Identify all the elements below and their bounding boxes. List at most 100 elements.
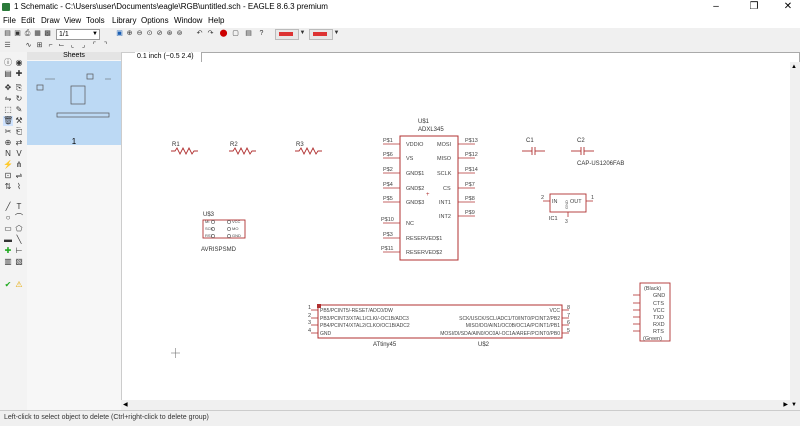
app-icon: [2, 3, 10, 11]
minimize-button[interactable]: –: [713, 1, 719, 12]
sheets-panel: Sheets 1: [27, 52, 122, 410]
schematic-canvas[interactable]: R1 R2 R3 U$1 ADXL345 P$1 P$6 P$2 P$4 P$5…: [135, 62, 790, 410]
split-icon[interactable]: ⋔: [15, 160, 23, 169]
invoke-icon[interactable]: ⊡: [4, 171, 12, 180]
menu-view[interactable]: View: [64, 16, 82, 25]
wrench-icon[interactable]: ⚒: [15, 116, 23, 125]
menu-edit[interactable]: Edit: [21, 16, 35, 25]
name-icon[interactable]: N: [5, 149, 11, 158]
line-icon[interactable]: ╱: [5, 202, 11, 211]
zoom-fit-icon[interactable]: ▣: [116, 30, 123, 37]
grid-icon[interactable]: ⊞: [36, 42, 43, 49]
rect-icon[interactable]: ▭: [4, 224, 12, 233]
u1-pin-name: VS: [406, 156, 414, 162]
fusion-push-icon[interactable]: [309, 29, 333, 40]
warning-icon[interactable]: ⚠: [15, 280, 23, 289]
replace-icon[interactable]: ⇄: [15, 138, 23, 147]
bend-3-icon[interactable]: ⌞: [70, 42, 75, 49]
copy-icon[interactable]: ⎘: [15, 83, 23, 92]
mirror-icon[interactable]: ⇋: [4, 94, 12, 103]
miter-icon[interactable]: ∿: [25, 42, 32, 49]
attribute-icon[interactable]: ▥: [4, 257, 12, 266]
bend-4-icon[interactable]: ⌟: [81, 42, 86, 49]
info-icon[interactable]: ⓘ: [4, 58, 12, 67]
save-icon[interactable]: ▣: [14, 30, 21, 37]
circle-icon[interactable]: ○: [5, 213, 11, 222]
smash-icon[interactable]: ⚡: [3, 160, 13, 169]
sheet-select[interactable]: 1/1 ▼: [56, 29, 100, 40]
show-icon[interactable]: ◉: [15, 58, 23, 67]
print-icon[interactable]: ⎙: [24, 30, 31, 37]
add-icon[interactable]: ⊕: [4, 138, 12, 147]
change-icon[interactable]: ✎: [15, 105, 23, 114]
cam-icon[interactable]: ▦: [34, 30, 41, 37]
zoom-in-icon[interactable]: ⊕: [126, 30, 133, 37]
label-icon[interactable]: ⊢: [15, 246, 23, 255]
optimize-icon[interactable]: ⌇: [17, 182, 21, 191]
open-icon[interactable]: ▤: [4, 30, 11, 37]
close-button[interactable]: ✕: [783, 1, 793, 12]
rotate-icon[interactable]: ↻: [15, 94, 23, 103]
dimension-icon[interactable]: ▧: [15, 257, 23, 266]
chevron-down-icon[interactable]: ▼: [299, 30, 306, 36]
u2-pin-number: 4: [308, 328, 311, 334]
bend-2-icon[interactable]: ⌙: [58, 42, 65, 49]
scroll-left-icon[interactable]: ◀: [123, 402, 128, 408]
u1-pin-label: P$9: [465, 210, 475, 216]
paste-icon[interactable]: ⎗: [15, 127, 23, 136]
fusion-sync-icon[interactable]: [275, 29, 299, 40]
delete-icon[interactable]: 🗑: [3, 116, 14, 126]
zoom-area-icon[interactable]: ⊚: [176, 30, 183, 37]
go-icon[interactable]: ▢: [232, 30, 239, 37]
erc-icon[interactable]: ✔: [4, 280, 12, 289]
zoom-last-icon[interactable]: ⊘: [156, 30, 163, 37]
sheet-thumbnail[interactable]: [27, 61, 121, 145]
c2-label: C2: [577, 138, 585, 144]
junction-icon[interactable]: ✚: [4, 246, 12, 255]
menu-file[interactable]: File: [3, 16, 16, 25]
undo-icon[interactable]: ↶: [196, 30, 203, 37]
scroll-up-icon[interactable]: ▲: [791, 64, 797, 70]
gateswap-icon[interactable]: ⇌: [15, 171, 23, 180]
ftdi-pin-name: GND: [653, 293, 665, 299]
zoom-select-icon[interactable]: ⊙: [146, 30, 153, 37]
group-icon[interactable]: ⬚: [4, 105, 12, 114]
vertical-scrollbar[interactable]: ▲ ▼: [790, 62, 800, 410]
stop-icon[interactable]: ⬤: [219, 30, 228, 37]
value-icon[interactable]: V: [16, 149, 22, 158]
text-icon[interactable]: T: [16, 202, 22, 211]
board-icon[interactable]: ▩: [44, 30, 51, 37]
arc-icon[interactable]: ⌒: [15, 213, 23, 222]
u2-pin-number: 5: [567, 328, 570, 334]
redraw-icon[interactable]: ⊛: [166, 30, 173, 37]
menu-help[interactable]: Help: [208, 16, 225, 25]
bus-icon[interactable]: ▬: [4, 235, 12, 244]
bend-6-icon[interactable]: ⌝: [103, 42, 108, 49]
cut-icon[interactable]: ✂: [4, 127, 12, 136]
help-icon[interactable]: ?: [259, 30, 264, 37]
polygon-icon[interactable]: ⬠: [15, 224, 23, 233]
menu-library[interactable]: Library: [112, 16, 137, 25]
layer-icon[interactable]: ☰: [4, 42, 11, 49]
chevron-down-icon[interactable]: ▼: [333, 30, 340, 36]
scroll-down-icon[interactable]: ▼: [791, 402, 797, 408]
menu-window[interactable]: Window: [174, 16, 203, 25]
mark-icon[interactable]: ✚: [15, 69, 23, 78]
bend-5-icon[interactable]: ⌜: [92, 42, 97, 49]
horizontal-scrollbar[interactable]: ◀ ▶: [121, 400, 790, 410]
move-icon[interactable]: ✥: [4, 83, 12, 92]
scroll-right-icon[interactable]: ▶: [783, 402, 788, 408]
maximize-button[interactable]: ❐: [749, 1, 759, 12]
net-icon[interactable]: ╲: [16, 235, 22, 244]
u3-pin-name: MI: [205, 219, 209, 224]
redo-icon[interactable]: ↷: [207, 30, 214, 37]
menu-tools[interactable]: Tools: [86, 16, 105, 25]
menu-draw[interactable]: Draw: [41, 16, 60, 25]
resistor-r3-symbol: [295, 146, 322, 156]
menu-options[interactable]: Options: [141, 16, 169, 25]
pinswap-icon[interactable]: ⇅: [4, 182, 12, 191]
zoom-out-icon[interactable]: ⊖: [136, 30, 143, 37]
display-icon[interactable]: ▤: [4, 69, 12, 78]
script-icon[interactable]: ▤: [245, 30, 252, 37]
bend-1-icon[interactable]: ⌐: [48, 42, 53, 49]
